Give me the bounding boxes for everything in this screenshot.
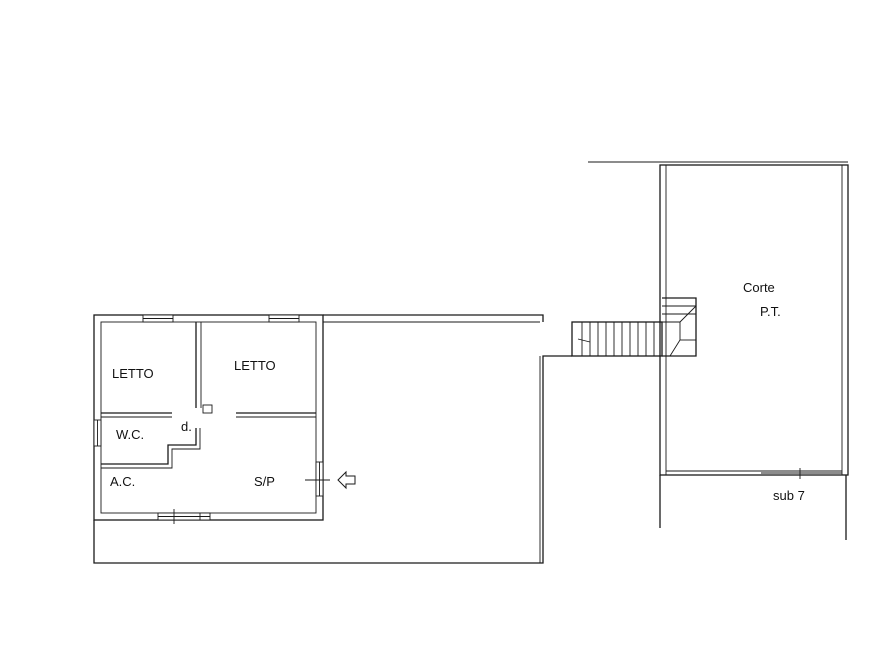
room-label-disimpegno: d. <box>181 419 192 434</box>
window-bottom <box>157 509 211 524</box>
room-label-piano: P.T. <box>760 304 781 319</box>
window-top-left <box>142 314 174 323</box>
room-label-corte: Corte <box>743 280 775 295</box>
room-label-wc: W.C. <box>116 427 144 442</box>
room-label-letto-1: LETTO <box>112 366 154 381</box>
staircase <box>571 297 697 357</box>
terrace-outline <box>93 314 572 564</box>
room-label-sub: sub 7 <box>773 488 805 503</box>
room-label-ac: A.C. <box>110 474 135 489</box>
room-label-soggiorno: S/P <box>254 474 275 489</box>
entrance-door <box>305 461 330 497</box>
courtyard <box>588 161 849 540</box>
interior-partitions <box>101 322 316 469</box>
room-label-letto-2: LETTO <box>234 358 276 373</box>
window-top-right <box>268 314 300 323</box>
window-left-wc <box>93 419 102 447</box>
apartment-outer-walls <box>93 314 324 521</box>
arrow-left-icon <box>337 470 356 490</box>
